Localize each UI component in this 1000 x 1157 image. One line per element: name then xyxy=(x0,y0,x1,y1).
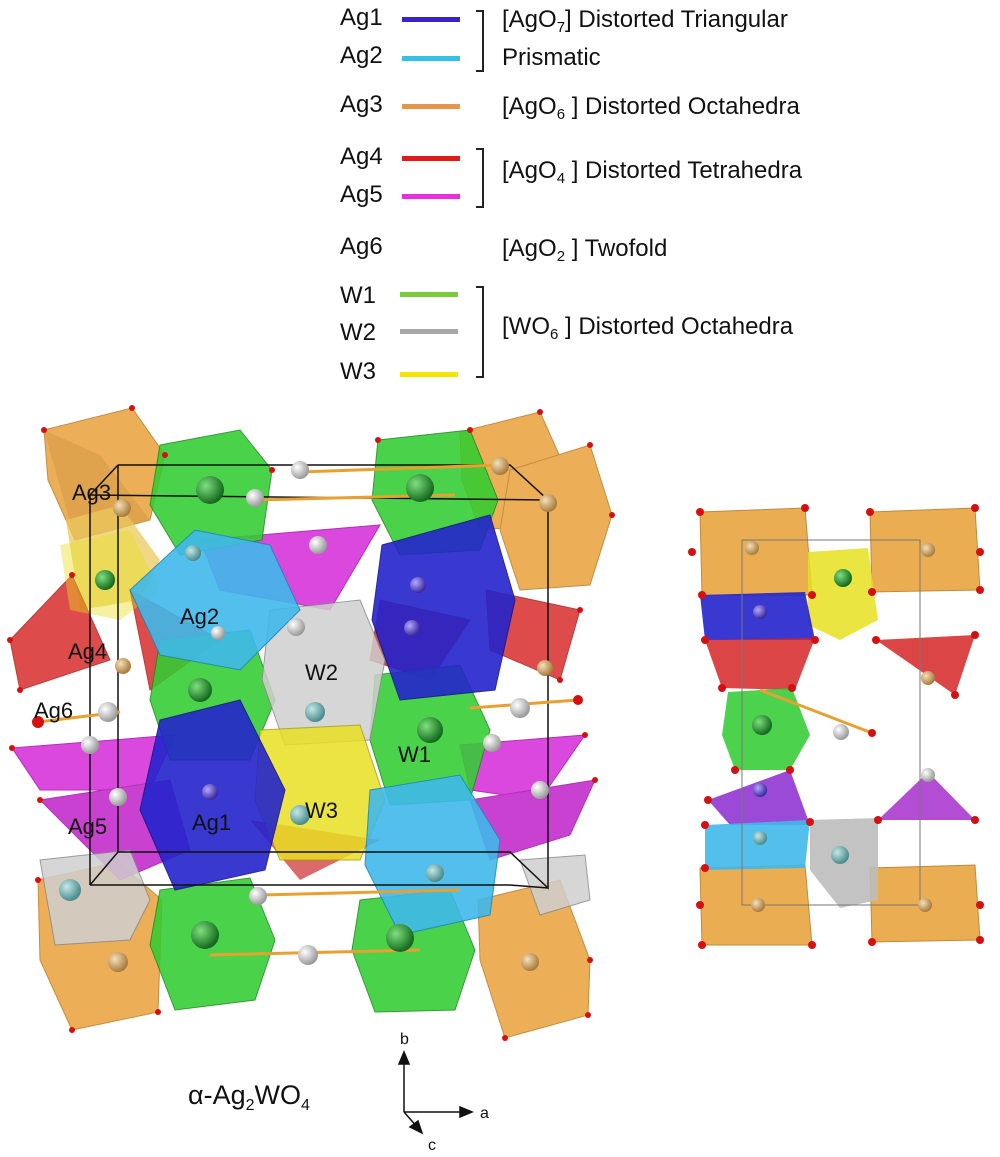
ag2-prisms xyxy=(129,529,501,936)
legend-ag1-swatch xyxy=(402,17,460,22)
label-w1: W1 xyxy=(398,742,431,767)
side-atoms xyxy=(745,541,935,912)
legend-w-desc: [WO6 ] Distorted Octahedra xyxy=(502,313,794,343)
ag-atoms xyxy=(81,457,557,972)
side-w3-octahedron xyxy=(808,548,878,640)
axis-a-arrowhead xyxy=(459,1105,474,1119)
side-ag5-tetrahedron-right xyxy=(878,772,975,820)
legend-ag2-swatch xyxy=(402,56,460,61)
main-structure-view: Ag3 Ag2 Ag4 W2 Ag6 W1 W3 Ag1 Ag5 xyxy=(7,405,615,1041)
axis-c-arrowhead xyxy=(408,1119,424,1135)
label-ag4: Ag4 xyxy=(68,639,107,664)
legend-ag5-swatch xyxy=(402,194,460,199)
legend-prism-desc-line2: Prismatic xyxy=(502,44,601,71)
compound-formula: α-Ag2WO4 xyxy=(188,1080,310,1114)
label-ag2: Ag2 xyxy=(180,604,219,629)
legend-bracket-prism xyxy=(476,10,484,72)
legend-ag4-swatch xyxy=(402,156,460,161)
legend-ag4-label: Ag4 xyxy=(340,143,383,170)
side-ag4-tetrahedron-right xyxy=(876,635,975,695)
label-w2: W2 xyxy=(305,660,338,685)
legend-w2-label: W2 xyxy=(340,319,376,346)
axis-b-label: b xyxy=(400,1031,409,1048)
label-ag1: Ag1 xyxy=(192,810,231,835)
axis-indicator xyxy=(397,1050,474,1135)
oxygen-atoms xyxy=(7,405,615,1041)
legend-w1-label: W1 xyxy=(340,282,376,309)
legend-ag3-desc: [AgO6 ] Distorted Octahedra xyxy=(502,93,800,123)
legend-w1-swatch xyxy=(400,292,458,297)
side-unit-cell-box xyxy=(741,539,921,906)
legend-bracket-w xyxy=(476,286,484,378)
side-ag4-tetrahedron-left xyxy=(705,638,815,690)
legend-w3-label: W3 xyxy=(340,358,376,385)
legend-w3-swatch xyxy=(400,372,458,377)
label-ag5: Ag5 xyxy=(68,814,107,839)
legend-tetra-desc: [AgO4 ] Distorted Tetrahedra xyxy=(502,157,803,187)
legend-ag2-label: Ag2 xyxy=(340,42,383,69)
legend-ag3-label: Ag3 xyxy=(340,91,383,118)
side-oxygen-atoms xyxy=(688,504,984,949)
w-atoms xyxy=(59,474,443,952)
legend-w2-swatch xyxy=(400,329,458,334)
legend-ag6-label: Ag6 xyxy=(340,233,383,260)
legend-prism-desc: [AgO7] Distorted Triangular xyxy=(502,6,788,36)
side-ag5-tetrahedron-left xyxy=(708,770,810,825)
legend-ag5-label: Ag5 xyxy=(340,181,383,208)
axis-a-label: a xyxy=(480,1105,489,1122)
side-ag6-bond xyxy=(759,688,873,735)
label-w3: W3 xyxy=(305,798,338,823)
side-ag2-prism xyxy=(705,820,810,870)
legend-ag3-swatch xyxy=(402,104,460,109)
legend-twofold-desc: [AgO2 ] Twofold xyxy=(502,235,668,265)
side-structure-view xyxy=(688,504,984,949)
axis-b-arrowhead xyxy=(397,1050,411,1065)
legend-ag1-label: Ag1 xyxy=(340,4,383,31)
axis-c-label: c xyxy=(428,1137,436,1154)
label-ag3: Ag3 xyxy=(72,480,111,505)
w2-octahedra xyxy=(39,599,591,946)
legend-bracket-tetra xyxy=(476,148,484,208)
label-ag6: Ag6 xyxy=(34,698,73,723)
